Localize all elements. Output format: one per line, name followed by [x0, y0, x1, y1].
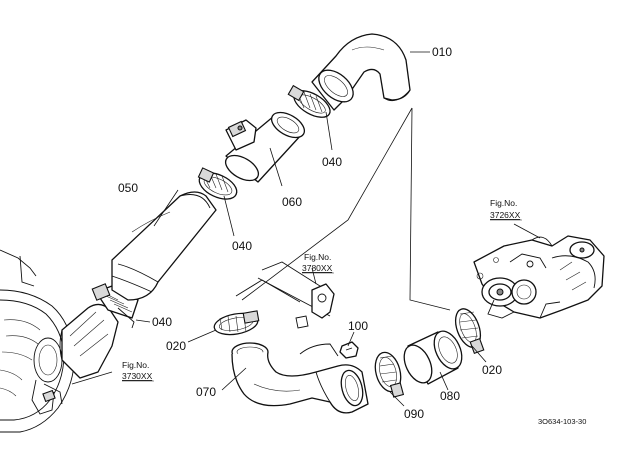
rubber-hose-080	[403, 330, 463, 385]
hose-clamp-040-middle	[197, 167, 238, 200]
fig-ref-turbo-number: 3726XX	[490, 210, 521, 220]
callout-040-lower: 040	[152, 315, 172, 329]
callout-070: 070	[196, 385, 216, 399]
fig-ref-bracket-label: Fig.No.	[304, 252, 331, 262]
intercooler-pipe-070	[231, 342, 369, 414]
callouts: 010 040 060 050 040 040 020 070 100 080 …	[118, 45, 502, 421]
fig-ref-bracket: Fig.No. 3780XX	[302, 252, 334, 274]
air-cleaner-inlet-pipe	[59, 303, 119, 379]
intake-hose-050	[111, 191, 217, 301]
callout-090: 090	[404, 407, 424, 421]
hose-clamp-040-lower	[91, 283, 139, 329]
elbow-hose-010	[311, 33, 411, 111]
drawing-code: 3O634-103-30	[538, 417, 586, 426]
bracket-assembly	[235, 261, 335, 329]
callout-060: 060	[282, 195, 302, 209]
fig-ref-bracket-number: 3780XX	[302, 263, 333, 273]
callout-020-right: 020	[482, 363, 502, 377]
hose-clamp-040-upper	[287, 84, 331, 118]
callout-040-middle: 040	[232, 239, 252, 253]
fig-ref-aircleaner-label: Fig.No.	[122, 360, 149, 370]
callout-040-upper: 040	[322, 155, 342, 169]
callout-100: 100	[348, 319, 368, 333]
callout-080: 080	[440, 389, 460, 403]
callout-050: 050	[118, 181, 138, 195]
airflow-sensor-pipe-060	[224, 111, 306, 183]
callout-010: 010	[432, 45, 452, 59]
leader-lines	[71, 51, 541, 407]
fig-ref-turbo-label: Fig.No.	[490, 198, 517, 208]
fig-ref-turbocharger: Fig.No. 3726XX	[490, 198, 522, 221]
hose-clamp-020-left	[213, 310, 260, 336]
hose-clamp-090	[374, 351, 405, 398]
callout-020-left: 020	[166, 339, 186, 353]
bolt-100	[339, 341, 359, 359]
hose-clamp-020-right	[454, 308, 485, 355]
fig-ref-aircleaner-number: 3730XX	[122, 371, 153, 381]
fig-ref-air-cleaner: Fig.No. 3730XX	[122, 360, 154, 382]
turbocharger	[473, 235, 605, 319]
